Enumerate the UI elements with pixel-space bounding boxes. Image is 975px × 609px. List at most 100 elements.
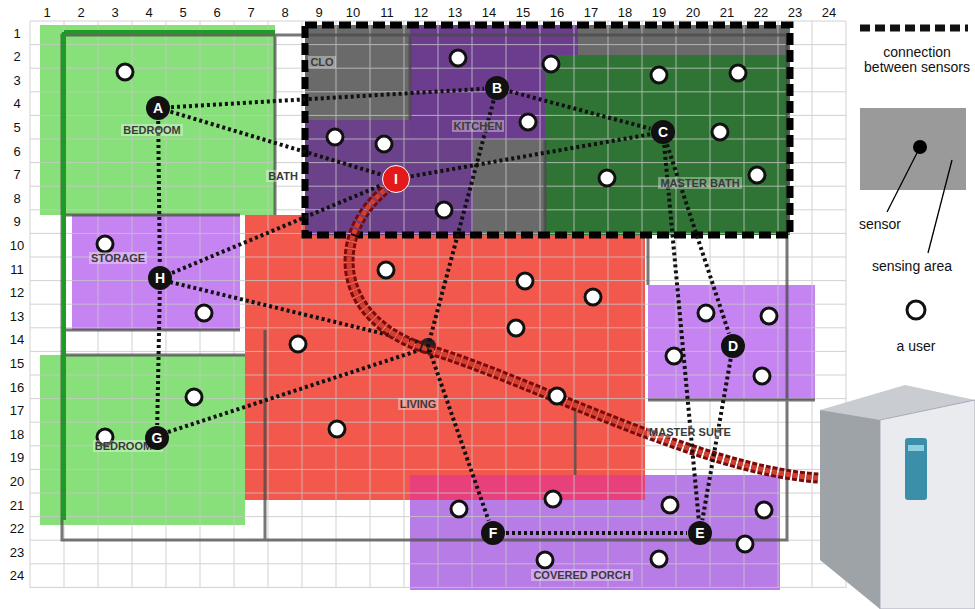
user-marker <box>97 236 113 252</box>
column-number: 18 <box>618 5 632 20</box>
row-number: 15 <box>10 356 24 371</box>
row-number: 18 <box>10 427 24 442</box>
sensor-connection <box>171 89 484 107</box>
room-label: MASTER BATH <box>658 177 741 189</box>
sensor-connection <box>510 91 651 128</box>
user-marker <box>761 308 777 324</box>
sensor-letter: E <box>695 525 704 541</box>
row-number: 16 <box>10 380 24 395</box>
user-marker <box>117 64 133 80</box>
sensor-connection <box>506 533 687 534</box>
column-number: 2 <box>77 5 84 20</box>
column-number: 17 <box>584 5 598 20</box>
sensor-node: G <box>145 426 169 450</box>
column-number: 13 <box>448 5 462 20</box>
user-marker <box>196 305 212 321</box>
legend-text: a user <box>897 339 936 354</box>
sensor-node: C <box>651 120 675 144</box>
users <box>97 50 777 568</box>
user-marker <box>327 129 343 145</box>
legend-text: sensing area <box>872 259 952 274</box>
sensing-area <box>410 475 645 500</box>
sensor-connection <box>172 185 382 273</box>
column-number: 7 <box>247 5 254 20</box>
column-number: 22 <box>754 5 768 20</box>
row-number: 20 <box>10 474 24 489</box>
row-number: 17 <box>10 403 24 418</box>
row-number: 23 <box>10 545 24 560</box>
user-marker <box>545 491 561 507</box>
column-number: 20 <box>686 5 700 20</box>
sensor-letter: C <box>658 124 668 140</box>
column-number: 12 <box>414 5 428 20</box>
row-number: 24 <box>10 568 24 583</box>
row-number: 3 <box>13 73 20 88</box>
room-label: KITCHEN <box>452 120 505 132</box>
user-marker <box>436 202 452 218</box>
connection-line <box>168 282 426 432</box>
room-label: STORAGE <box>89 252 147 264</box>
sensor-connection <box>158 121 160 265</box>
user-marker <box>378 262 394 278</box>
row-number: 9 <box>13 214 20 229</box>
server-icon <box>820 385 975 609</box>
user-marker <box>585 289 601 305</box>
row-number: 12 <box>10 285 24 300</box>
column-number: 8 <box>281 5 288 20</box>
column-number: 23 <box>788 5 802 20</box>
column-number: 16 <box>550 5 564 20</box>
column-number: 9 <box>315 5 322 20</box>
sensor-node: I <box>382 165 410 193</box>
row-number: 8 <box>13 191 20 206</box>
row-number: 14 <box>10 332 24 347</box>
legend-text: connection between sensors <box>862 45 972 75</box>
server-link <box>349 186 818 478</box>
user-marker <box>599 170 615 186</box>
sensor-connection <box>171 112 382 175</box>
user-marker <box>756 502 772 518</box>
row-number: 21 <box>10 498 24 513</box>
sensor-letter: I <box>394 171 398 187</box>
row-number: 1 <box>13 26 20 41</box>
column-number: 14 <box>482 5 496 20</box>
sensing-area <box>40 355 245 525</box>
user-marker <box>730 65 746 81</box>
column-number: 10 <box>346 5 360 20</box>
sensor-connection <box>157 291 160 425</box>
room-label: BEDROOM <box>121 124 182 136</box>
row-number: 6 <box>13 144 20 159</box>
user-marker <box>712 124 728 140</box>
sensor-node: D <box>721 334 745 358</box>
user-marker <box>290 336 306 352</box>
sensor-connection <box>664 145 699 520</box>
sensor-node: A <box>146 96 170 120</box>
user-marker <box>651 551 667 567</box>
sensor-node: E <box>688 521 712 545</box>
sensor-connection <box>702 359 730 520</box>
sensor-letter: D <box>728 338 738 354</box>
user-marker <box>186 389 202 405</box>
row-number: 7 <box>13 167 20 182</box>
room-label: BATH <box>266 170 300 182</box>
user-marker <box>651 67 667 83</box>
sensor-connection <box>411 134 650 176</box>
user-marker <box>376 136 392 152</box>
user-marker <box>698 305 714 321</box>
server-link <box>349 186 818 478</box>
sensing-area <box>305 120 473 235</box>
column-number: 15 <box>516 5 530 20</box>
legend-text: sensor <box>859 217 901 232</box>
column-number: 21 <box>720 5 734 20</box>
row-number: 5 <box>13 120 20 135</box>
grid <box>30 21 846 588</box>
row-number: 2 <box>13 49 20 64</box>
column-number: 4 <box>145 5 152 20</box>
column-number: 1 <box>43 5 50 20</box>
sensor-node: B <box>485 76 509 100</box>
walls <box>62 35 815 540</box>
legend-sample <box>907 301 925 319</box>
row-number: 13 <box>10 309 24 324</box>
column-number: 11 <box>380 5 394 20</box>
sensor-node: H <box>148 266 172 290</box>
